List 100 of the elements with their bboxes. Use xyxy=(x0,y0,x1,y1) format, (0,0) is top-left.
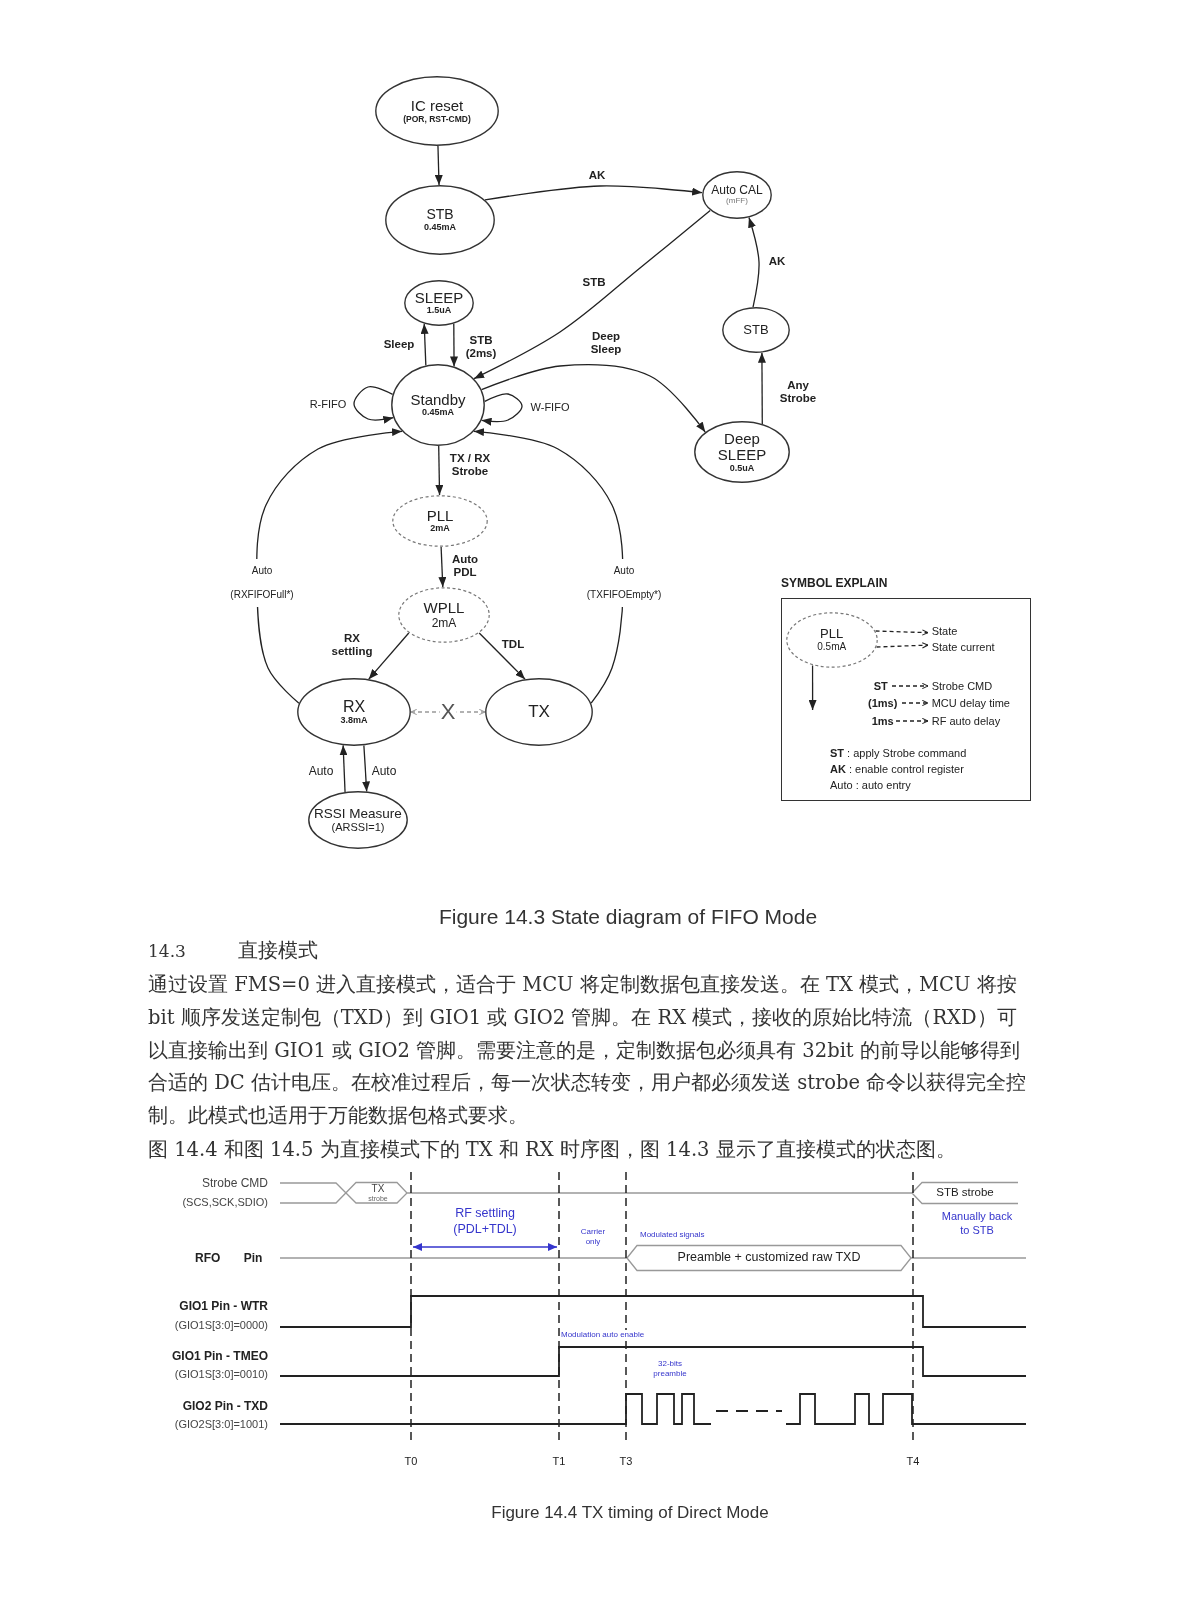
signal-name: Strobe CMD xyxy=(200,1176,268,1191)
figure-caption: Figure 14.4 TX timing of Direct Mode xyxy=(490,1503,770,1524)
state-name: PLL xyxy=(426,507,454,525)
legend-description: MCU delay time xyxy=(927,695,1018,710)
state-current: 0.5uA xyxy=(729,463,755,474)
time-marker-label: T1 xyxy=(551,1455,567,1469)
state-name: TX xyxy=(528,702,550,722)
state-name: Auto CAL xyxy=(711,184,763,198)
state-ellipse xyxy=(702,171,772,219)
arrow xyxy=(450,323,458,368)
state-ellipse xyxy=(385,185,495,255)
signal-name: GIO2 Pin - TXD xyxy=(181,1399,268,1414)
body-paragraph: 通过设置 FMS=0 进入直接模式，适合于 MCU 将定制数据包直接发送。在 TX 模式，MCU 将按 bit 顺序发送定制包（TXD）到 GIO1 或 GIO2 管脚。在 RX 模式，接收的原始比特流（RXD）可以直接输出到 GIO1 或 GIO2 管脚。需要注意的是，定制数据包必须具有 32bit 的前导以能够得到合适的 DC 估计电压。在校准过程后，每一次状态转变，用户都必须发送 strobe 命令以获得完全控制。此模式也适用于万能数据包格式要求。 xyxy=(148,972,1028,1129)
timing-annotation: Modulated signals xyxy=(640,1230,706,1240)
signal-setting: (SCS,SCK,SDIO) xyxy=(181,1196,268,1210)
legend-description: State xyxy=(927,623,972,638)
arrow xyxy=(478,632,526,680)
arrow xyxy=(484,185,703,201)
legend-note: AK : enable control register xyxy=(830,763,964,776)
state-name: Standby xyxy=(410,391,466,409)
legend-symbol: ST xyxy=(869,678,892,693)
arrow xyxy=(808,664,817,711)
edge-label: R-FIFO xyxy=(308,397,348,411)
dashed-arrow xyxy=(891,682,929,690)
bus-value: Preamble + customized raw TXD xyxy=(676,1250,862,1265)
signal-name: GIO1 Pin - WTR xyxy=(178,1299,268,1314)
state-ellipse xyxy=(485,678,593,746)
arrow xyxy=(438,546,447,588)
legend-description: RF auto delay xyxy=(927,713,1010,728)
edge-label: Sleep xyxy=(382,338,416,352)
timing-annotation: 32-bits preamble xyxy=(652,1359,688,1380)
arrow xyxy=(435,445,444,496)
signal-name: RFO Pin xyxy=(195,1251,264,1266)
legend-note: Auto : auto entry xyxy=(830,779,911,792)
arrow xyxy=(757,352,766,425)
edge-label: STB (2ms) xyxy=(464,333,498,361)
edge-label: W-FIFO xyxy=(529,400,571,414)
state-name: Deep SLEEP xyxy=(717,430,767,464)
transient-state-ellipse xyxy=(398,587,490,643)
legend-heading: SYMBOL EXPLAIN xyxy=(781,577,888,591)
state-current: 3.8mA xyxy=(340,715,368,726)
state-ellipse xyxy=(694,421,790,483)
dashed-arrow xyxy=(875,642,929,649)
state-ellipse xyxy=(404,280,474,326)
arrow xyxy=(473,209,711,380)
arrow xyxy=(480,364,706,433)
signal-setting: (GIO2S[3:0]=1001) xyxy=(173,1418,268,1432)
state-name: WPLL xyxy=(423,600,465,617)
state-name: PLL xyxy=(820,627,844,642)
time-marker-label: T0 xyxy=(403,1455,419,1469)
state-name: STB xyxy=(426,207,454,223)
edge-label: RX settling xyxy=(330,631,374,659)
bus-value: STB strobe xyxy=(935,1186,995,1199)
state-current: 1.5uA xyxy=(426,306,452,317)
state-name: IC reset xyxy=(410,98,464,115)
signal-setting: (GIO1S[3:0]=0010) xyxy=(173,1368,268,1382)
state-ellipse xyxy=(375,76,499,146)
state-name: RX xyxy=(342,698,366,716)
state-current: 0.45mA xyxy=(424,222,456,233)
edge-label: Auto (TXFIFOEmpty*) xyxy=(585,559,663,607)
arrow xyxy=(339,744,348,793)
edge-label: Auto (RXFIFOFull*) xyxy=(229,559,295,607)
state-condition: (ARSSI=1) xyxy=(331,821,385,834)
figure-caption: Figure 14.3 State diagram of FIFO Mode xyxy=(437,905,819,929)
timing-annotation: Carrier only xyxy=(579,1227,607,1248)
body-paragraph: 图 14.4 和图 14.5 为直接模式下的 TX 和 RX 时序图，图 14.3 显示了直接模式的状态图。 xyxy=(148,1137,957,1163)
time-marker-label: T3 xyxy=(618,1455,634,1469)
legend-note: ST : apply Strobe command xyxy=(830,747,967,760)
signal-setting: (GIO1S[3:0]=0000) xyxy=(173,1319,268,1333)
arrow xyxy=(748,216,760,308)
timing-annotation: Modulation auto enable xyxy=(561,1330,645,1340)
state-trigger: (POR, RST-CMD) xyxy=(403,114,471,124)
state-ellipse xyxy=(391,364,485,446)
sample-state-ellipse xyxy=(785,611,878,668)
bus-value: TX xyxy=(370,1183,386,1194)
state-ellipse xyxy=(308,791,408,849)
state-current: 2mA xyxy=(431,616,457,630)
state-ellipse xyxy=(297,678,411,746)
signal-name: GIO1 Pin - TMEO xyxy=(171,1349,268,1364)
time-marker-label: T4 xyxy=(905,1455,921,1469)
arrow xyxy=(420,323,429,367)
legend-description: Strobe CMD xyxy=(927,678,1002,693)
arrow xyxy=(362,744,371,793)
state-name: STB xyxy=(743,322,769,338)
state-ellipse xyxy=(722,307,790,353)
state-current: 0.45mA xyxy=(422,408,454,419)
state-name: RSSI Measure xyxy=(314,806,402,822)
loop-arrow xyxy=(353,386,394,424)
edge-label: Deep Sleep xyxy=(589,329,623,357)
dashed-arrow xyxy=(410,708,486,716)
dashed-arrow xyxy=(874,629,929,636)
state-current: 2mA xyxy=(430,524,450,535)
timing-annotation: RF settling (PDL+TDL) xyxy=(452,1206,518,1238)
state-name: SLEEP xyxy=(414,289,464,307)
transient-state-ellipse xyxy=(392,495,488,547)
timing-annotation: Manually back to STB xyxy=(940,1209,1014,1238)
dashed-arrow xyxy=(895,717,929,725)
section-number: 14.3 xyxy=(148,941,187,962)
section-heading: 直接模式 xyxy=(238,938,319,962)
legend-description: State current xyxy=(927,639,1000,654)
